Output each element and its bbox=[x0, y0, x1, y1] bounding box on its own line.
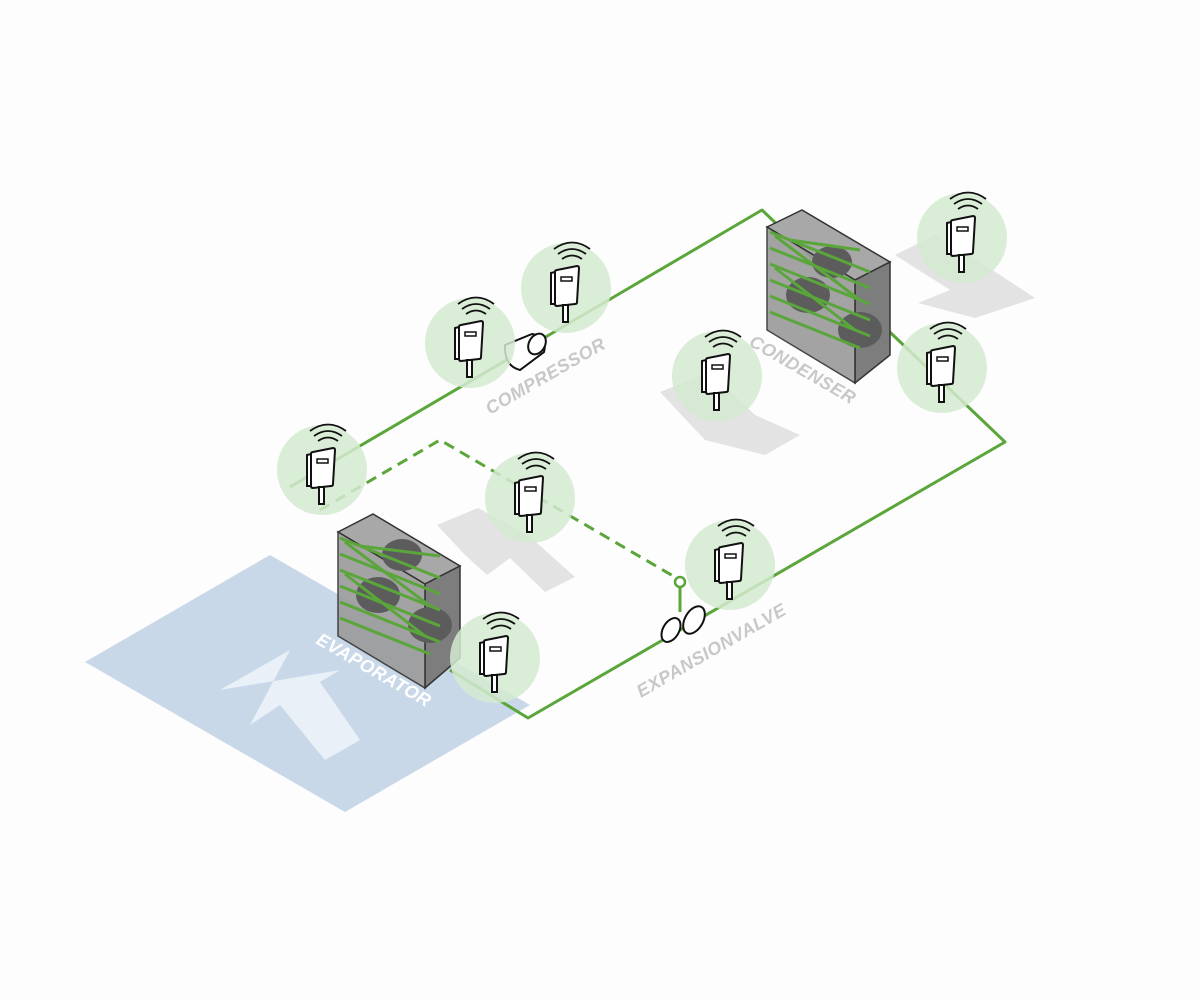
sensor-group bbox=[277, 191, 1007, 703]
wireless-sensor-icon bbox=[685, 518, 775, 610]
evaporator-unit bbox=[336, 513, 462, 690]
wireless-sensor-icon bbox=[277, 423, 367, 515]
wireless-sensor-icon bbox=[672, 329, 762, 421]
evaporator-airflow-arrow bbox=[220, 650, 360, 760]
expansion-valve-label: EXPANSIONVALVE bbox=[633, 599, 790, 701]
condenser-unit bbox=[765, 209, 892, 385]
wireless-sensor-icon bbox=[485, 451, 575, 543]
wireless-sensor-icon bbox=[897, 321, 987, 413]
wireless-sensor-icon bbox=[521, 241, 611, 333]
wireless-sensor-icon bbox=[917, 191, 1007, 283]
wireless-sensor-icon bbox=[450, 611, 540, 703]
expansion-valve-bulb bbox=[673, 575, 687, 589]
compressor-icon bbox=[503, 332, 547, 372]
expansion-valve-icon bbox=[660, 605, 706, 643]
airflow-arrow-evaporator bbox=[437, 508, 575, 592]
wireless-sensor-icon bbox=[425, 296, 515, 388]
